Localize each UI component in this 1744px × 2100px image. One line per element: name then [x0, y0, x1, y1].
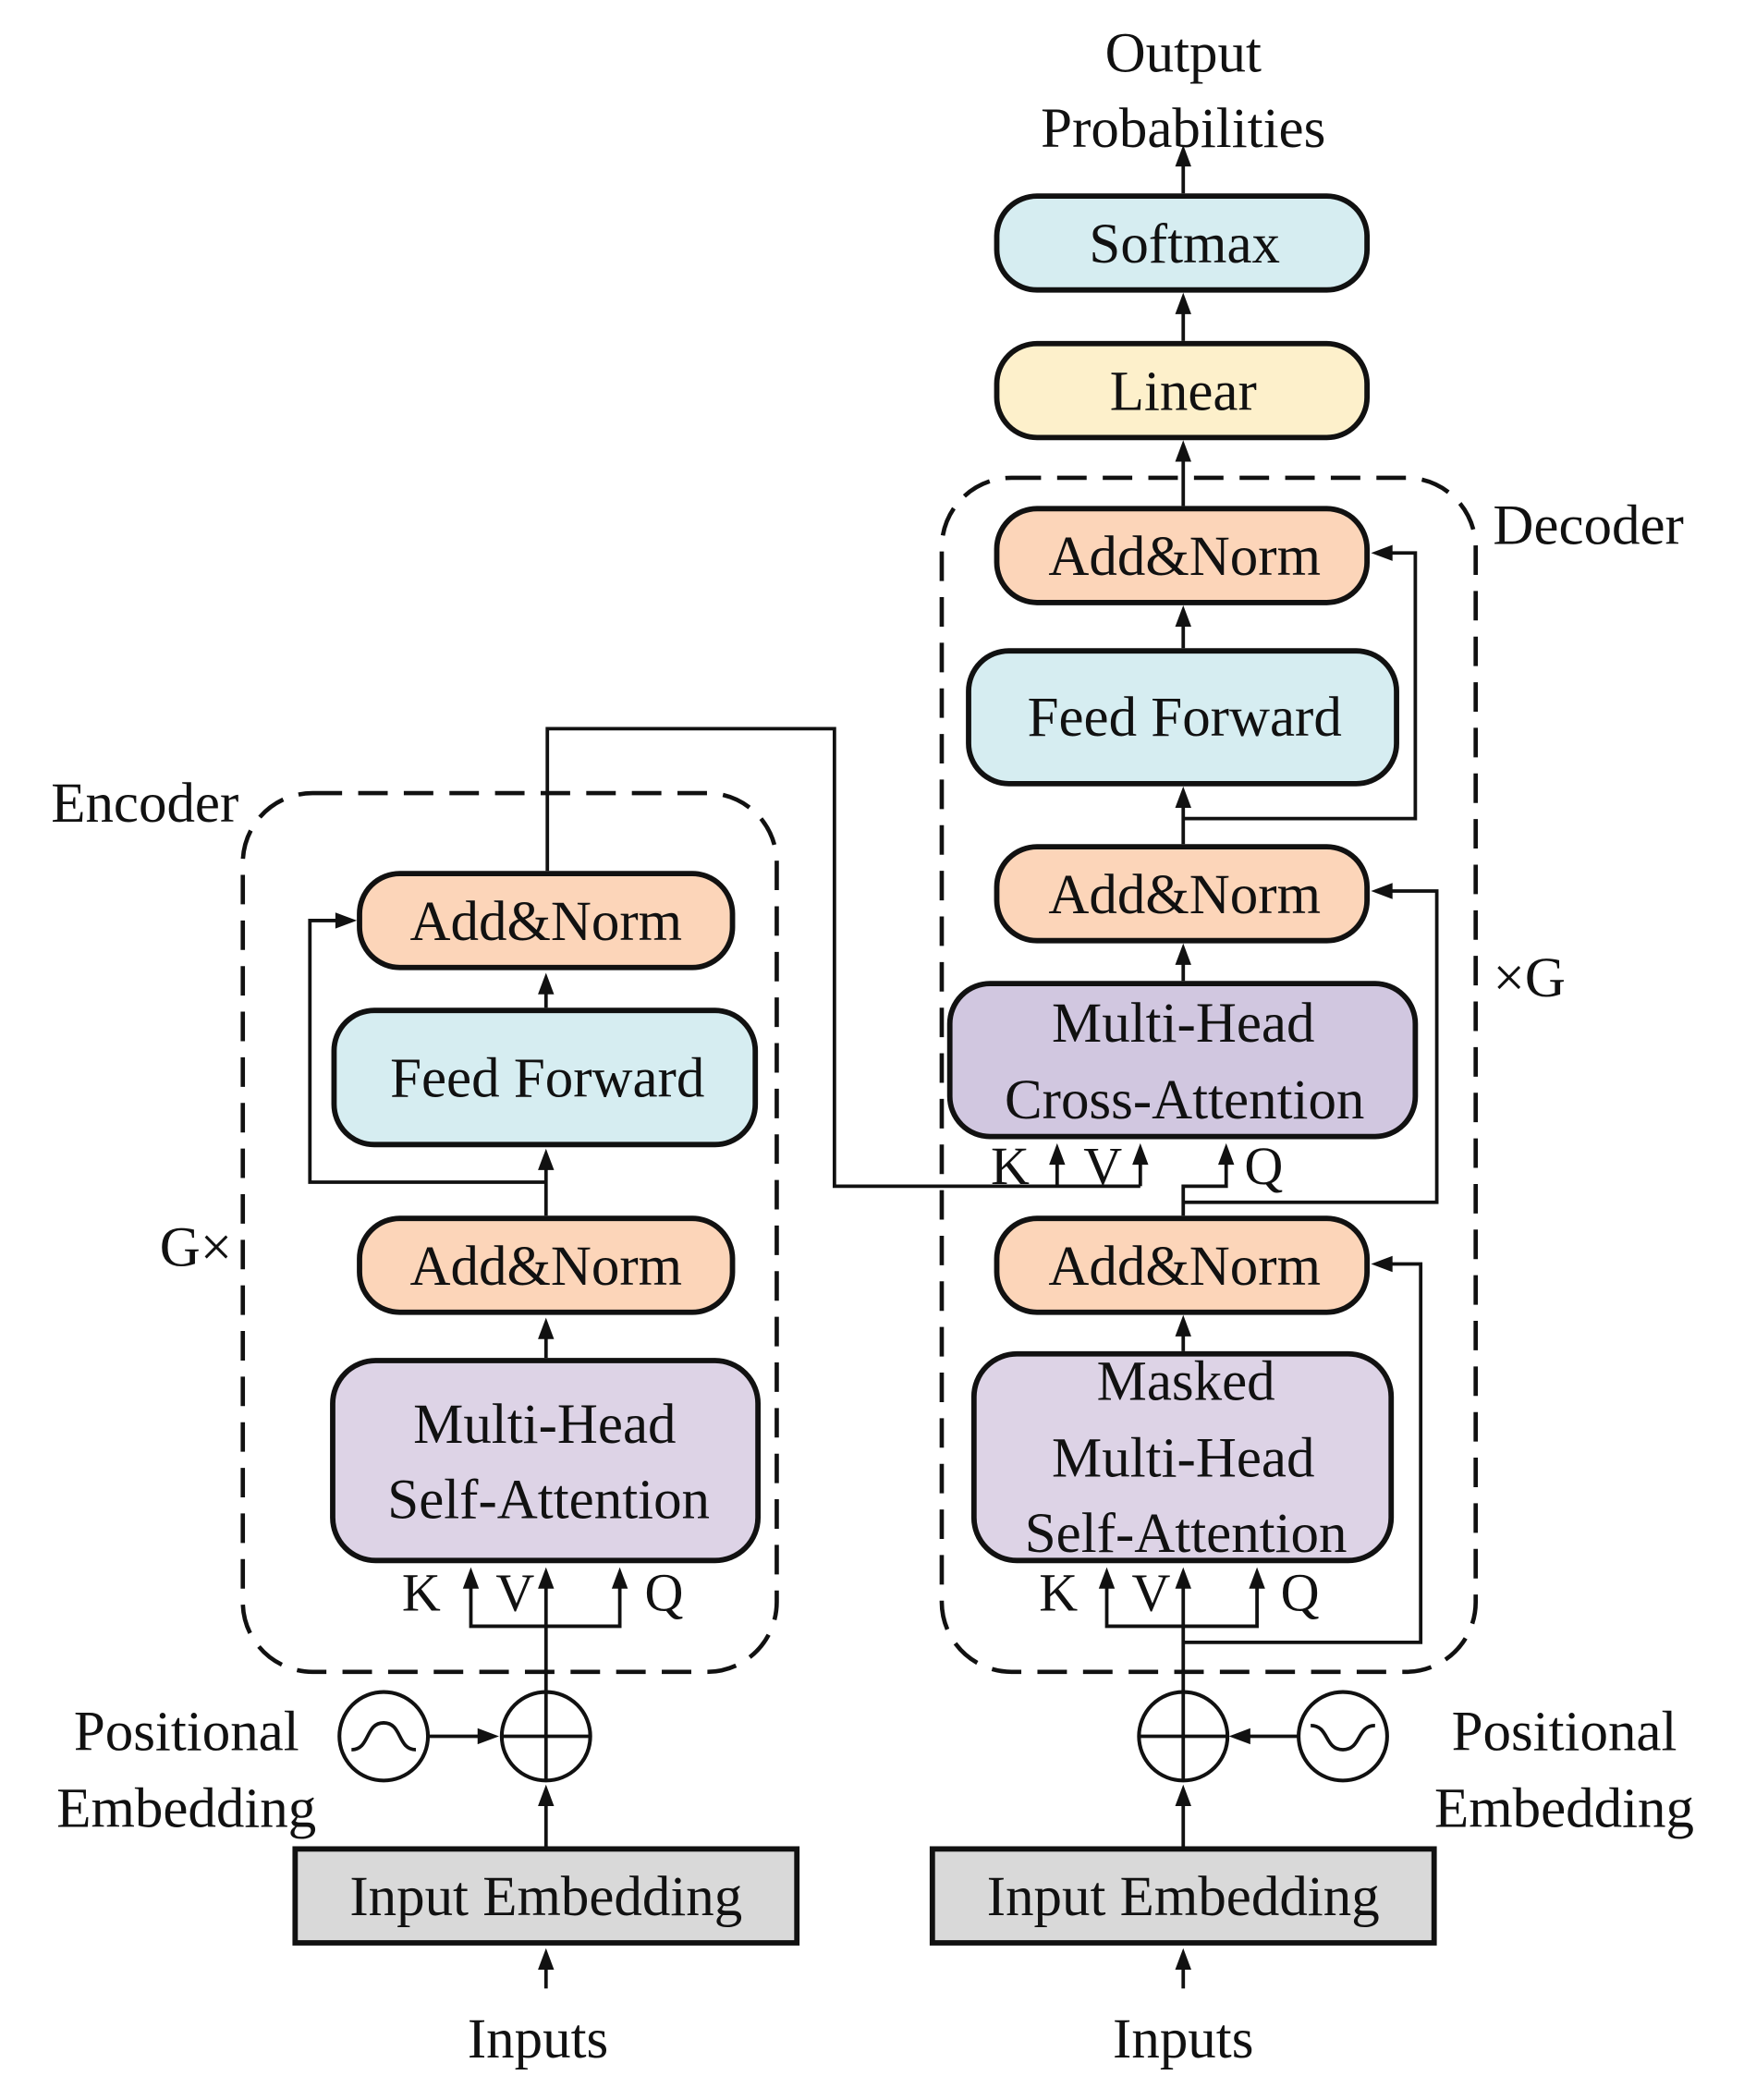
decoder-q-in-arrowhead: [1249, 1567, 1265, 1589]
decoder-input-embedding-label: Input Embedding: [987, 1866, 1380, 1928]
decoder-ff-residual-line: [1183, 551, 1418, 821]
decoder-q-path-line: [1181, 1159, 1228, 1216]
decoder-add-norm-top: [994, 506, 1371, 605]
decoder-q-arrowhead: [1217, 1142, 1235, 1166]
linear-box: [994, 340, 1371, 441]
decoder-q-label: Q: [1281, 1563, 1320, 1623]
encoder-embedding-to-plus-arrowhead: [538, 1784, 555, 1806]
addnorm-to-linear-arrowhead: [1175, 440, 1191, 462]
cross-attn-q-label: Q: [1244, 1136, 1283, 1196]
encoder-inputs-label: Inputs: [468, 2008, 608, 2070]
decoder-repeat-label: ×G: [1494, 947, 1566, 1009]
cross-attn-v-arrowhead: [1132, 1142, 1149, 1166]
decoder-add-norm-middle: [994, 844, 1371, 944]
decoder-embedding-to-plus-arrowhead: [1175, 1784, 1191, 1806]
encoder-input-embedding: [292, 1846, 800, 1946]
encoder-k-arrowhead: [462, 1567, 480, 1589]
cross-attn-to-addnorm-arrowhead: [1175, 943, 1191, 965]
output-label-line2: Probabilities: [1041, 98, 1325, 160]
encoder-feed-forward-label: Feed Forward: [390, 1048, 704, 1110]
decoder-v-label: V: [1131, 1563, 1170, 1623]
decoder-k-label: K: [1039, 1563, 1078, 1623]
decoder-inputs-arrowhead: [1175, 1947, 1191, 1971]
decoder-cross-attention: [946, 981, 1419, 1140]
decoder-v-arrowhead: [1175, 1567, 1191, 1589]
output-label-line1: Output: [1105, 23, 1262, 85]
decoder-input-embedding: [929, 1846, 1437, 1946]
encoder-addnorm-to-ff-arrowhead: [538, 1148, 555, 1170]
encoder-self-attention: [330, 1358, 762, 1564]
encoder-v-arrowhead: [538, 1567, 555, 1589]
encoder-ff-residual-line: [308, 919, 546, 1184]
encoder-feed-forward: [331, 1007, 759, 1148]
encoder-ff-residual-arrowhead: [335, 912, 358, 929]
decoder-cross-residual-arrowhead: [1371, 883, 1393, 899]
encoder-positional-label-line1: Positional: [74, 1702, 299, 1764]
encoder-kq-branch-line: [469, 1582, 622, 1629]
encoder-title: Encoder: [51, 773, 238, 835]
encoder-positional-label-line2: Embedding: [56, 1777, 316, 1839]
decoder-masked-residual-arrowhead: [1371, 1255, 1393, 1273]
decoder-positional-label-line1: Positional: [1452, 1702, 1677, 1764]
encoder-add-norm-top-label: Add&Norm: [409, 891, 682, 953]
decoder-cross-attention-label-line1: Multi-Head: [1052, 993, 1314, 1055]
decoder-ff-residual-arrowhead: [1371, 544, 1393, 561]
decoder-feed-forward: [966, 648, 1399, 787]
decoder-kq-branch-line: [1104, 1582, 1259, 1629]
decoder-add-norm-top-label: Add&Norm: [1048, 526, 1321, 588]
encoder-add-norm-top: [357, 871, 736, 971]
encoder-k-label: K: [402, 1563, 441, 1623]
decoder-add-norm-middle-label: Add&Norm: [1048, 864, 1321, 926]
encoder-self-attention-label-line1: Multi-Head: [413, 1394, 676, 1456]
encoder-q-arrowhead: [611, 1567, 628, 1589]
decoder-inputs-label: Inputs: [1113, 2008, 1253, 2070]
decoder-feed-forward-label: Feed Forward: [1028, 687, 1342, 749]
linear-to-softmax-arrowhead: [1175, 292, 1191, 314]
decoder-k-arrowhead: [1098, 1567, 1116, 1589]
decoder-masked-label-line1: Masked: [1097, 1351, 1275, 1413]
softmax-to-output-arrowhead: [1175, 144, 1191, 167]
ff-to-addnorm-top-arrowhead: [1175, 604, 1191, 628]
encoder-sine-to-plus-arrowhead: [477, 1728, 499, 1745]
decoder-masked-self-attention: [970, 1350, 1395, 1564]
encoder-v-label: V: [495, 1563, 534, 1623]
sine-wave-icon: [337, 1690, 431, 1783]
addnorm-to-ff-arrowhead: [1175, 786, 1191, 808]
decoder-cross-residual-line: [1183, 889, 1439, 1204]
decoder-title: Decoder: [1493, 495, 1683, 557]
decoder-masked-label-line2: Multi-Head: [1052, 1427, 1314, 1489]
cross-attn-k-label: K: [991, 1136, 1030, 1196]
encoder-repeat-label: G×: [160, 1217, 232, 1279]
encoder-inputs-arrowhead: [538, 1947, 555, 1971]
encoder-q-label: Q: [645, 1563, 684, 1623]
encoder-add-norm-bottom: [357, 1215, 736, 1315]
decoder-cross-attention-label-line2: Cross-Attention: [1005, 1069, 1364, 1131]
encoder-add-norm-bottom-label: Add&Norm: [409, 1236, 682, 1298]
encoder-input-embedding-label: Input Embedding: [349, 1866, 742, 1928]
linear-label: Linear: [1110, 361, 1257, 423]
circled-plus-icon: [1137, 1690, 1230, 1783]
encoder-attn-to-addnorm-arrowhead: [538, 1317, 555, 1339]
encoder-ff-to-addnorm-arrowhead: [538, 972, 555, 995]
encoder-to-cross-attn-line: [545, 726, 1140, 1189]
cross-attn-k-arrowhead: [1049, 1142, 1066, 1166]
decoder-add-norm-bottom-label: Add&Norm: [1048, 1236, 1321, 1298]
sine-wave-icon: [1297, 1690, 1389, 1783]
softmax-box: [994, 193, 1371, 293]
circled-plus-icon: [499, 1690, 592, 1783]
decoder-masked-residual-line: [1183, 1262, 1423, 1644]
encoder-self-attention-label-line2: Self-Attention: [387, 1469, 710, 1531]
decoder-masked-label-line3: Self-Attention: [1025, 1503, 1348, 1565]
decoder-positional-label-line2: Embedding: [1434, 1777, 1694, 1839]
decoder-frame: [939, 475, 1479, 1675]
masked-attn-to-addnorm-arrowhead: [1175, 1314, 1191, 1337]
decoder-add-norm-bottom: [994, 1215, 1371, 1315]
cross-attn-v-label: V: [1083, 1136, 1122, 1196]
softmax-label: Softmax: [1089, 214, 1280, 275]
encoder-frame: [240, 790, 779, 1675]
decoder-sine-to-plus-arrowhead: [1228, 1728, 1250, 1745]
